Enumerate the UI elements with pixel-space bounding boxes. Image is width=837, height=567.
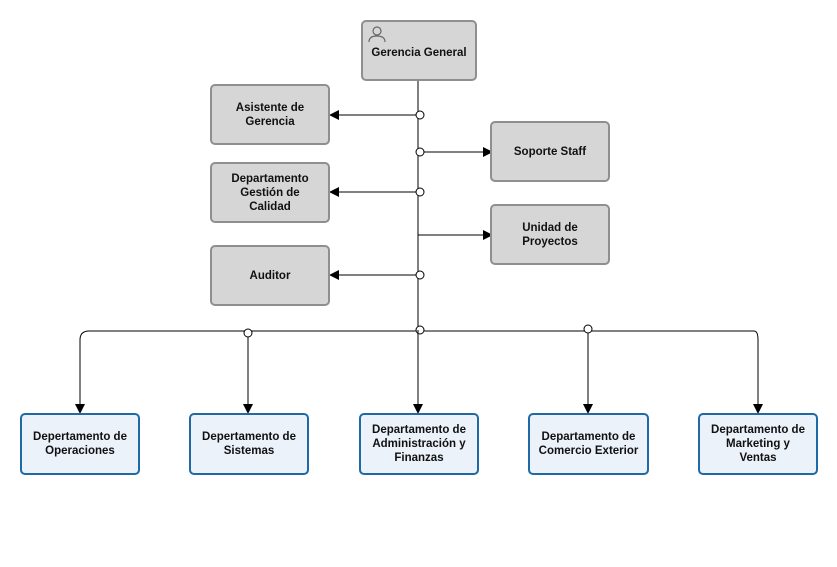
departamento-sistemas-label: Depertamento de Sistemas	[202, 431, 296, 457]
departamento-administracion-node[interactable]: Departamento de Administración y Finanza…	[359, 413, 479, 475]
departamento-administracion-label: Departamento de Administración y Finanza…	[372, 424, 466, 464]
jump-marker	[243, 328, 253, 338]
departamento-marketing-label: Departamento de Marketing y Ventas	[711, 424, 805, 464]
auditor-label: Auditor	[249, 269, 291, 282]
departamento-operaciones-label: Depertamento de Operaciones	[33, 431, 127, 457]
departamento-sistemas-node[interactable]: Depertamento de Sistemas	[189, 413, 309, 475]
departamento-comercio-label: Departamento de Comercio Exterior	[538, 431, 639, 457]
gerencia-general-label: Gerencia General	[371, 46, 467, 59]
soporte-staff-label: Soporte Staff	[513, 145, 587, 158]
asistente-gerencia-node[interactable]: Asistente de Gerencia	[210, 84, 330, 145]
jump-marker	[415, 187, 425, 197]
gerencia-general-node[interactable]: Gerencia General	[361, 20, 477, 81]
auditor-node[interactable]: Auditor	[210, 245, 330, 306]
jump-marker	[415, 110, 425, 120]
departamento-operaciones-node[interactable]: Depertamento de Operaciones	[20, 413, 140, 475]
unidad-proyectos-node[interactable]: Unidad de Proyectos	[490, 204, 610, 265]
asistente-gerencia-label: Asistente de Gerencia	[235, 101, 305, 128]
jump-marker	[415, 147, 425, 157]
user-icon	[367, 25, 387, 43]
soporte-staff-node[interactable]: Soporte Staff	[490, 121, 610, 182]
departamento-comercio-node[interactable]: Departamento de Comercio Exterior	[528, 413, 649, 475]
gestion-calidad-label: Departamento Gestión de Calidad	[231, 172, 309, 213]
unidad-proyectos-label: Unidad de Proyectos	[522, 221, 578, 248]
jump-marker	[583, 324, 593, 334]
jump-marker	[415, 325, 425, 335]
gestion-calidad-node[interactable]: Departamento Gestión de Calidad	[210, 162, 330, 223]
jump-marker	[415, 270, 425, 280]
departamento-marketing-node[interactable]: Departamento de Marketing y Ventas	[698, 413, 818, 475]
